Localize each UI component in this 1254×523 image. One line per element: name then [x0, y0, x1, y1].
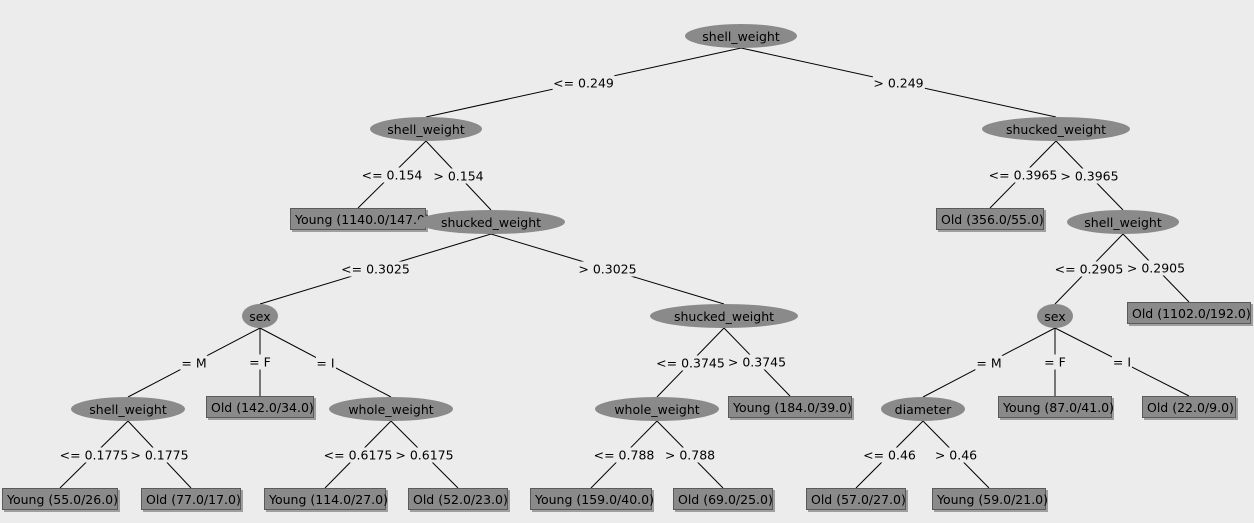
split-node: shucked_weight	[417, 210, 565, 234]
edge-label: = F	[1043, 354, 1067, 370]
split-node: shell_weight	[1067, 210, 1179, 234]
edge-label: <= 0.788	[592, 447, 656, 462]
split-node: sex	[242, 304, 278, 328]
edge-label: = I	[1111, 354, 1133, 370]
edge-label: = M	[180, 355, 208, 370]
edge-label: <= 0.154	[360, 167, 424, 182]
leaf-node: Young (59.0/21.0)	[932, 488, 1048, 510]
leaf-node: Young (1140.0/147.0)	[290, 208, 430, 230]
leaf-node: Young (184.0/39.0)	[728, 396, 852, 418]
leaf-node: Young (87.0/41.0)	[998, 396, 1114, 418]
edge-label: > 0.249	[872, 75, 925, 90]
edge-label: > 0.154	[432, 168, 485, 183]
edge-label: <= 0.3025	[340, 261, 411, 277]
leaf-node: Old (22.0/9.0)	[1142, 396, 1236, 418]
split-node: sex	[1037, 304, 1073, 328]
leaf-node: Young (159.0/40.0)	[530, 488, 654, 510]
edge-label: <= 0.2905	[1053, 261, 1125, 277]
edge-label: <= 0.46	[862, 447, 917, 462]
edge-label: > 0.3025	[577, 261, 638, 277]
edge-label: = F	[248, 354, 272, 370]
edge-label: > 0.46	[933, 447, 979, 462]
edge-label: > 0.3965	[1059, 168, 1120, 183]
edge-label: <= 0.249	[552, 75, 615, 90]
split-node: shucked_weight	[982, 117, 1130, 141]
edge-label: > 0.3745	[726, 354, 788, 370]
edge-label: <= 0.1775	[58, 447, 130, 462]
leaf-node: Young (114.0/27.0)	[264, 488, 388, 510]
edge-label: > 0.1775	[129, 447, 190, 462]
edge-label: > 0.2905	[1125, 260, 1187, 276]
leaf-node: Old (77.0/17.0)	[141, 488, 241, 510]
leaf-node: Old (1102.0/192.0)	[1127, 302, 1251, 324]
split-node: diameter	[881, 397, 965, 421]
edge-label: <= 0.6175	[322, 447, 394, 462]
edge-label: > 0.6175	[394, 447, 455, 462]
edge-label: = I	[315, 355, 336, 370]
leaf-node: Old (356.0/55.0)	[936, 208, 1044, 230]
split-node: shell_weight	[685, 24, 797, 48]
split-node: shell_weight	[71, 397, 185, 421]
leaf-node: Old (142.0/34.0)	[206, 396, 314, 418]
edge-label: <= 0.3745	[655, 355, 726, 370]
leaf-node: Old (69.0/25.0)	[673, 488, 773, 510]
split-node: whole_weight	[329, 397, 453, 421]
leaf-node: Old (52.0/23.0)	[408, 488, 508, 510]
edge-label: = M	[975, 355, 1003, 370]
edge-label: > 0.788	[663, 447, 717, 462]
leaf-node: Young (55.0/26.0)	[2, 488, 118, 510]
leaf-node: Old (57.0/27.0)	[806, 488, 906, 510]
edge-label: <= 0.3965	[987, 167, 1059, 182]
split-node: shell_weight	[370, 117, 482, 141]
split-node: shucked_weight	[650, 304, 798, 328]
split-node: whole_weight	[595, 397, 719, 421]
